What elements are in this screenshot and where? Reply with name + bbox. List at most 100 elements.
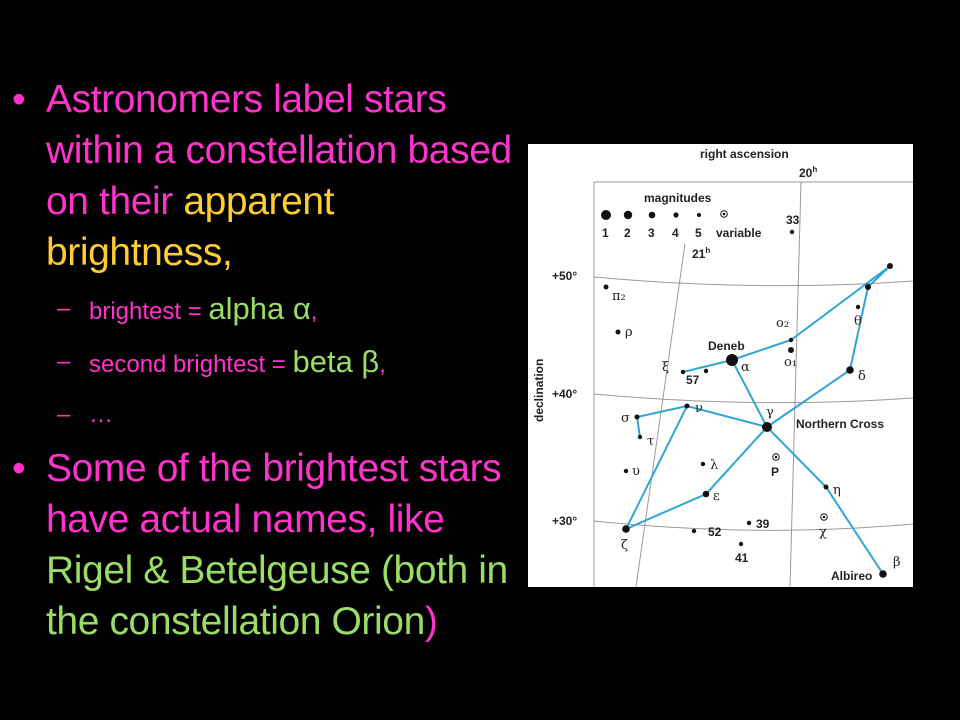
label-lambda: λ xyxy=(710,458,718,473)
legend-mag-4: 4 xyxy=(672,226,679,240)
star-rho xyxy=(615,329,621,335)
label-theta: θ xyxy=(854,314,862,329)
star-theta xyxy=(855,304,861,310)
star-p-variable xyxy=(772,453,780,461)
legend-mag-5: 5 xyxy=(695,226,702,240)
sub-bullet-label: brightest = xyxy=(89,298,209,325)
label-xi: ξ xyxy=(662,360,669,375)
alpha-symbol: α xyxy=(292,291,311,326)
star-chi-center xyxy=(822,515,826,519)
ra-label-21h: 21h xyxy=(692,246,710,261)
label-beta: β xyxy=(893,555,901,570)
label-33: 33 xyxy=(786,213,800,227)
bullet-punct: ) xyxy=(424,600,438,643)
legend-mag-4-dot xyxy=(673,212,679,218)
star-o2 xyxy=(788,337,794,343)
dec-label-40: +40° xyxy=(552,387,577,401)
sub-bullet-label: second brightest = xyxy=(89,351,293,378)
star-kappa xyxy=(887,263,893,269)
dec-label-50: +50° xyxy=(552,269,577,283)
sub-bullet-dash: – xyxy=(57,295,71,322)
label-57: 57 xyxy=(686,373,700,387)
label-eta: η xyxy=(833,483,841,498)
legend-mag-1: 1 xyxy=(602,226,609,240)
legend-mag-3-dot xyxy=(648,211,656,219)
label-tau: τ xyxy=(647,434,654,449)
star-pi2 xyxy=(603,284,609,290)
star-eta xyxy=(823,484,829,490)
legend-mag-2: 2 xyxy=(624,226,631,240)
label-o2: o₂ xyxy=(776,316,789,331)
star-41 xyxy=(738,541,744,547)
label-nu: ν xyxy=(695,401,703,416)
dec-line-40 xyxy=(593,393,913,404)
star-o1 xyxy=(788,347,794,353)
label-o1: o₁ xyxy=(784,355,797,370)
label-p: P xyxy=(771,465,779,479)
legend-mag-1-dot xyxy=(601,210,611,220)
ra-line-20h xyxy=(789,181,802,587)
star-chi-variable xyxy=(820,513,828,521)
bullet-astronomers: • Astronomers label stars within a const… xyxy=(0,74,520,278)
star-xi xyxy=(680,369,686,375)
cross-delta-branch xyxy=(731,265,891,428)
label-epsilon: ε xyxy=(713,489,720,504)
sub-bullet-name: alpha xyxy=(208,291,293,326)
bullet-text: (both in the constellation xyxy=(46,549,508,643)
star-zeta xyxy=(622,525,630,533)
star-gamma xyxy=(762,422,772,432)
bullet-names: • Some of the brightest stars have actua… xyxy=(0,443,520,647)
sub-bullet-label: … xyxy=(89,401,113,428)
star-nu xyxy=(684,403,690,409)
sub-bullet-punct: , xyxy=(379,351,386,378)
legend-variable: variable xyxy=(716,226,762,240)
star-39 xyxy=(746,520,752,526)
star-p-center xyxy=(774,455,778,459)
dec-label-30: +30° xyxy=(552,514,577,528)
label-sigma: σ xyxy=(621,411,630,426)
beta-symbol: β xyxy=(361,344,380,379)
bullet-text: Astronomers label stars within a constel… xyxy=(46,78,512,223)
star-33 xyxy=(789,229,795,235)
highlight-orion: Orion xyxy=(331,600,426,643)
cygnus-star-chart: right ascension 20h 21h declination +50°… xyxy=(528,144,913,587)
label-northern-cross: Northern Cross xyxy=(796,417,884,431)
star-albireo xyxy=(879,570,887,578)
bullet-dot: • xyxy=(12,78,26,121)
legend-title: magnitudes xyxy=(644,191,712,205)
label-rho: ρ xyxy=(625,325,633,340)
star-chart-svg: right ascension 20h 21h declination +50°… xyxy=(528,144,913,587)
ra-label-20h: 20h xyxy=(799,165,817,180)
label-41: 41 xyxy=(735,551,749,565)
label-zeta: ζ xyxy=(621,538,628,553)
label-albireo: Albireo xyxy=(831,569,872,583)
star-lambda xyxy=(700,461,706,467)
label-pi2: π₂ xyxy=(612,289,626,304)
label-52: 52 xyxy=(708,525,722,539)
label-upsilon: υ xyxy=(632,464,640,479)
sub-bullet-list: – brightest = alpha α, – second brightes… xyxy=(0,282,520,441)
highlight-rigel-betelgeuse: Rigel & Betelgeuse xyxy=(46,549,371,592)
star-epsilon xyxy=(702,490,710,498)
star-sigma xyxy=(634,414,640,420)
sub-bullet-beta: – second brightest = beta β, xyxy=(0,335,520,388)
sub-list-item: – brightest = alpha α, – second brightes… xyxy=(0,282,520,441)
sub-bullet-name: beta xyxy=(292,344,362,379)
star-52 xyxy=(691,528,697,534)
sub-bullet-dash: – xyxy=(57,401,71,428)
star-deneb xyxy=(726,354,738,366)
label-chi: χ xyxy=(819,525,827,540)
bullet-dot: • xyxy=(12,447,26,490)
star-delta xyxy=(846,366,854,374)
legend-mag-5-dot xyxy=(697,213,701,217)
label-deneb: Deneb xyxy=(708,339,745,353)
legend-mag-2-dot xyxy=(623,210,633,220)
sub-bullet-punct: , xyxy=(310,298,318,325)
axis-declination: declination xyxy=(532,359,546,422)
star-upsilon xyxy=(623,468,629,474)
chart-background xyxy=(528,144,913,587)
bullet-list: • Astronomers label stars within a const… xyxy=(0,74,520,647)
legend-variable-center xyxy=(722,212,726,216)
sub-bullet-ellipsis: – … xyxy=(0,388,520,441)
legend-mag-3: 3 xyxy=(648,226,655,240)
